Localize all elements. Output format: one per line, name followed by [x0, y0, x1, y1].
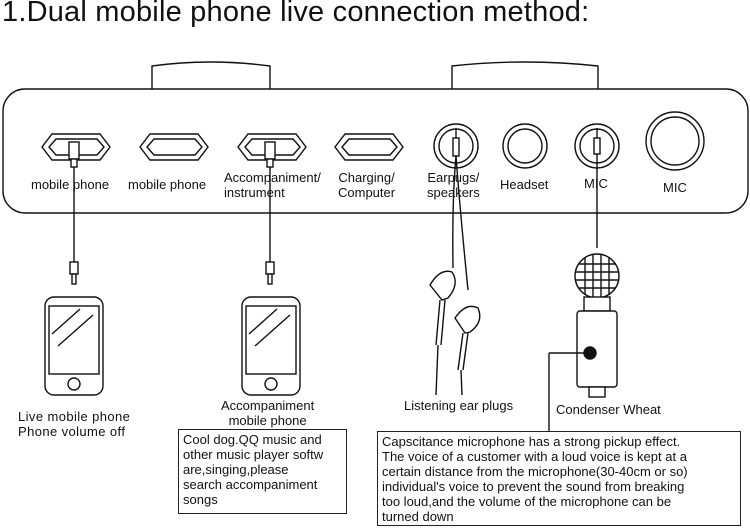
- ear-plugs-label: Listening ear plugs: [404, 398, 514, 413]
- left-knob: [151, 61, 271, 89]
- port-label-earplugs: Earpugs/ speakers: [427, 170, 480, 200]
- port-accompaniment: [237, 133, 307, 161]
- port-mobile-phone-1: [41, 133, 111, 161]
- page-title: 1.Dual mobile phone live connection meth…: [2, 0, 590, 28]
- jack-mic-large: [645, 111, 705, 171]
- port-label-charging: Charging/ Computer: [338, 170, 396, 200]
- port-label-mobile-phone-2: mobile phone: [128, 177, 207, 192]
- jack-headset: [502, 123, 548, 169]
- usb-plug-1: [68, 141, 80, 285]
- earbuds-icon: [429, 270, 481, 396]
- accompaniment-phone-icon: [241, 296, 301, 396]
- live-phone-label: Live mobile phone Phone volume off: [18, 409, 131, 439]
- earphone-plug: [452, 128, 469, 291]
- accompaniment-phone-label: Accompaniment mobile phone: [221, 398, 315, 428]
- live-phone-icon: [44, 296, 104, 396]
- port-mobile-phone-2: [139, 133, 209, 161]
- condenser-label: Condenser Wheat: [556, 402, 661, 417]
- sound-card-body: [2, 88, 749, 214]
- right-knob: [451, 61, 599, 89]
- port-label-mic-large: MIC: [663, 180, 687, 195]
- port-label-headset: Headset: [500, 177, 549, 192]
- microphone-note: Capscitance microphone has a strong pick…: [377, 431, 741, 526]
- port-label-accompaniment: Accompaniment/ instrument: [224, 170, 321, 200]
- port-charging: [334, 133, 404, 161]
- accompaniment-note: Cool dog.QQ music and other music player…: [178, 429, 347, 514]
- port-label-mic-small: MIC: [584, 176, 608, 191]
- mic-plug: [593, 128, 601, 248]
- usb-plug-2: [264, 141, 276, 285]
- port-label-mobile-phone-1: mobile phone: [31, 177, 110, 192]
- condenser-microphone-icon: [548, 253, 620, 432]
